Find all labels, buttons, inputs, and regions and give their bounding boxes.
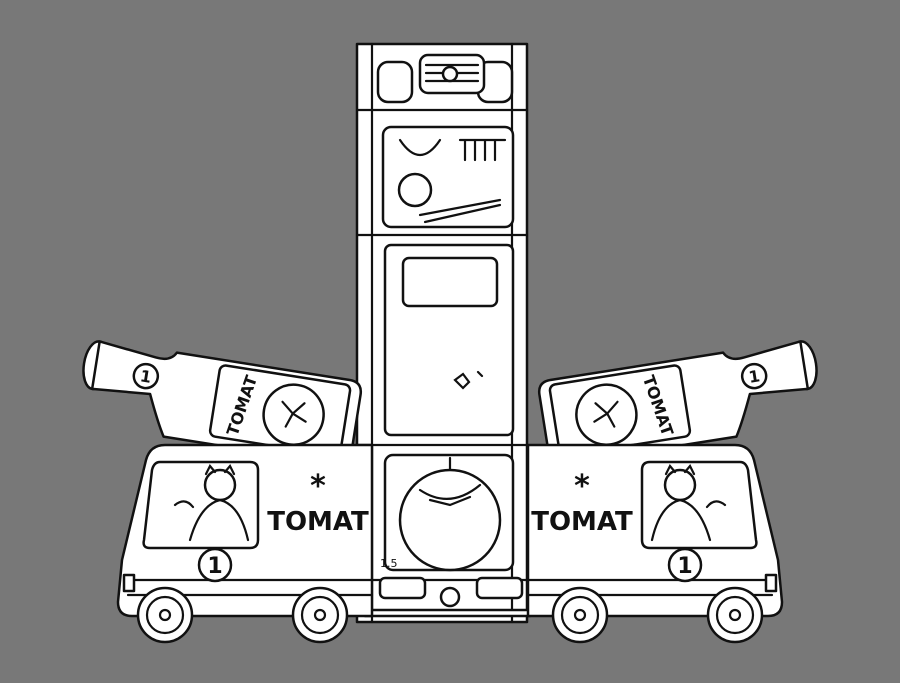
door-window: [401, 256, 499, 308]
cat-face: [397, 172, 433, 208]
bottle-number: 1: [139, 366, 153, 387]
bottle-number: 1: [747, 366, 761, 387]
asterisk-mark: *: [574, 469, 590, 504]
tail-light: [378, 576, 427, 600]
tail-light: [475, 576, 524, 600]
asterisk-mark: *: [310, 469, 326, 504]
brand-label: TOMAT: [531, 507, 633, 537]
brand-label: TOMAT: [267, 507, 369, 537]
tomato-icon: [398, 468, 502, 572]
center-column: 1.5: [355, 42, 532, 624]
truck-number: 1: [677, 554, 692, 579]
scale-label: 1.5: [380, 557, 398, 570]
truck-number: 1: [207, 554, 222, 579]
